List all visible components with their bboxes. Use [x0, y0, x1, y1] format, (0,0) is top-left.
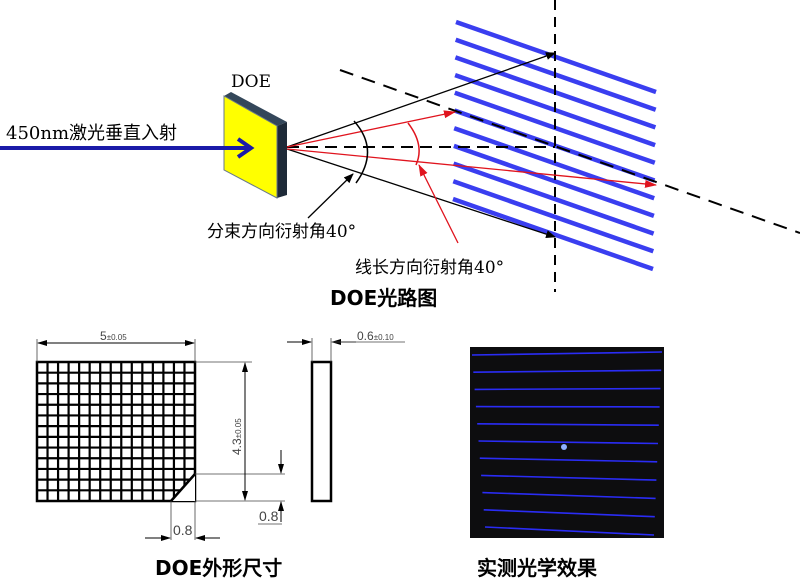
diagonal-dashed-axis [339, 69, 800, 234]
line-angle-arc [407, 122, 420, 166]
photo-line [474, 387, 661, 391]
light-path-title: DOE光路图 [330, 286, 437, 310]
thickness-value: 0.6±0.10 [357, 329, 394, 343]
photo-line [471, 351, 663, 356]
photo-title: 实测光学效果 [477, 556, 597, 580]
beam-split-angle-label: 分束方向衍射角40° [207, 222, 356, 242]
doe-label: DOE [231, 72, 271, 92]
photo-line [473, 369, 662, 373]
chamfer-vertical-value: 0.8 [259, 508, 279, 524]
dimensions-title: DOE外形尺寸 [155, 556, 282, 580]
projected-line [452, 161, 655, 236]
doe-grid-pattern [37, 362, 195, 501]
height-value: 4.3±0.05 [230, 418, 244, 455]
input-arrow-icon [236, 137, 255, 159]
doe-side-view [310, 360, 333, 503]
input-laser-label: 450nm激光垂直入射 [6, 123, 177, 144]
photo-line [481, 474, 657, 481]
photo-line [479, 457, 658, 463]
beam-angle-pointer [307, 173, 354, 219]
lower-beam-ray [286, 148, 556, 238]
photo-line [483, 509, 655, 518]
photo-line [484, 526, 655, 536]
line-angle-pointer [418, 164, 459, 244]
doe-outline [35, 360, 197, 503]
line-length-angle-label: 线长方向衍射角40° [355, 258, 504, 278]
photo-laser-lines [471, 351, 663, 536]
photo-line [478, 440, 659, 445]
doe-element [223, 92, 287, 199]
light-path-diagram: DOE 450nm激光垂直入射 分束方向衍射角40° 线长方向衍射角40° DO… [0, 0, 800, 310]
upper-beam-ray [286, 52, 556, 148]
projected-line [452, 179, 655, 254]
beam-angle-arc [353, 120, 369, 184]
red-ray-lower [286, 148, 657, 188]
photo-line [482, 491, 656, 500]
chamfer-horizontal-value: 0.8 [173, 522, 193, 538]
photo-line [477, 423, 659, 426]
measured-effect-photo: 实测光学效果 [470, 347, 664, 580]
projected-line [453, 126, 655, 201]
red-ray-upper [286, 110, 456, 148]
zero-order-spot [561, 444, 567, 450]
width-value: 5±0.05 [100, 329, 127, 343]
projected-line [453, 143, 655, 219]
dimension-drawing: 5±0.05 4.3±0.05 0.8 0.8 0.6±0.10 DOE外形尺寸 [35, 329, 405, 580]
